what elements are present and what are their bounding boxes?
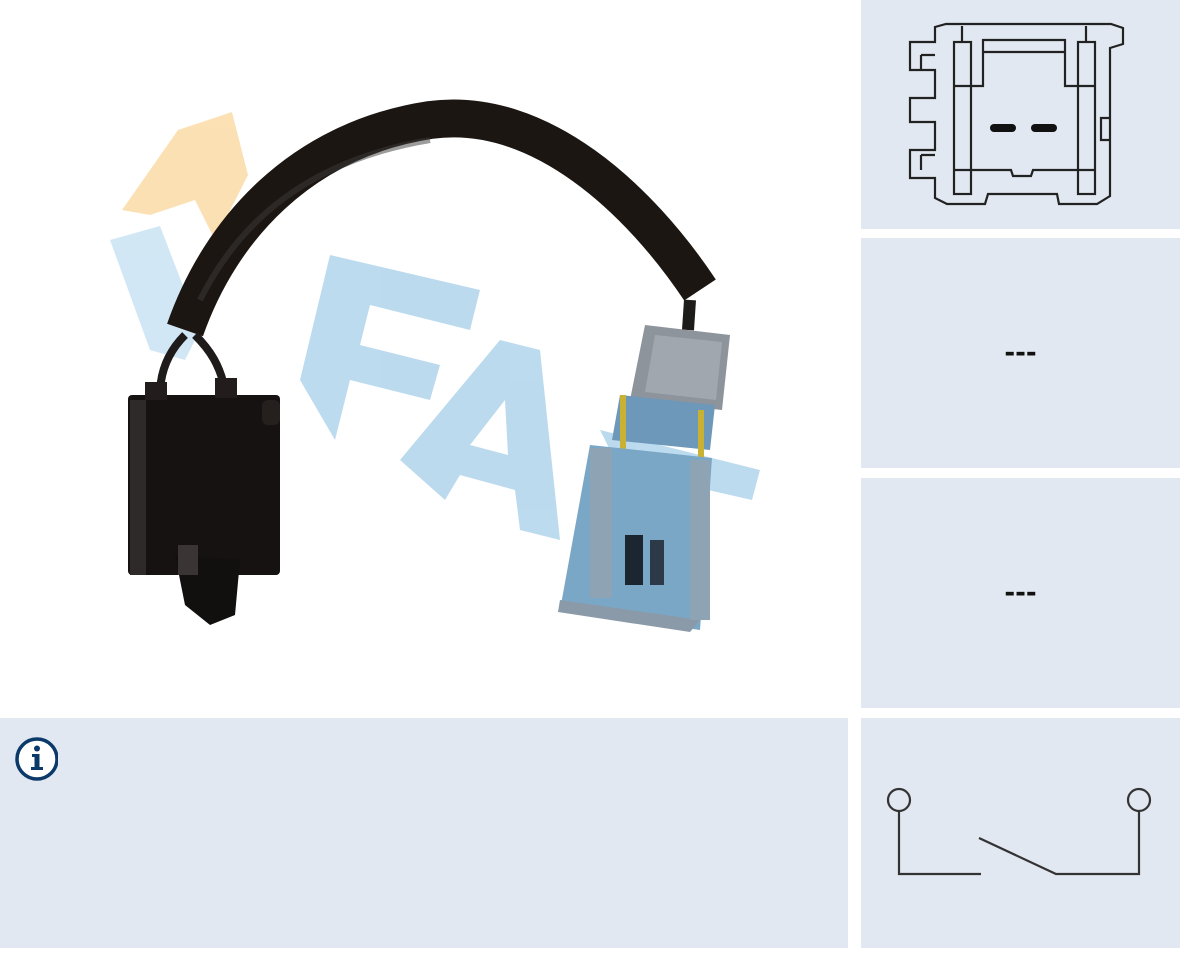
product-image bbox=[110, 99, 760, 632]
spec-value-panel-1: --- bbox=[861, 238, 1180, 468]
plug-connector bbox=[558, 325, 730, 632]
info-panel bbox=[0, 718, 848, 948]
connector-pinout-icon bbox=[908, 22, 1125, 206]
switch-diagram-panel bbox=[861, 718, 1180, 948]
spec-value-1: --- bbox=[1004, 338, 1037, 368]
brake-light-switch-image bbox=[110, 99, 760, 632]
switch-body bbox=[128, 378, 280, 625]
spec-value-2: --- bbox=[1004, 578, 1037, 608]
spec-value-panel-2: --- bbox=[861, 478, 1180, 708]
info-icon[interactable] bbox=[12, 736, 58, 782]
normally-open-switch-icon bbox=[886, 787, 1152, 876]
connector-diagram-panel bbox=[861, 0, 1180, 229]
